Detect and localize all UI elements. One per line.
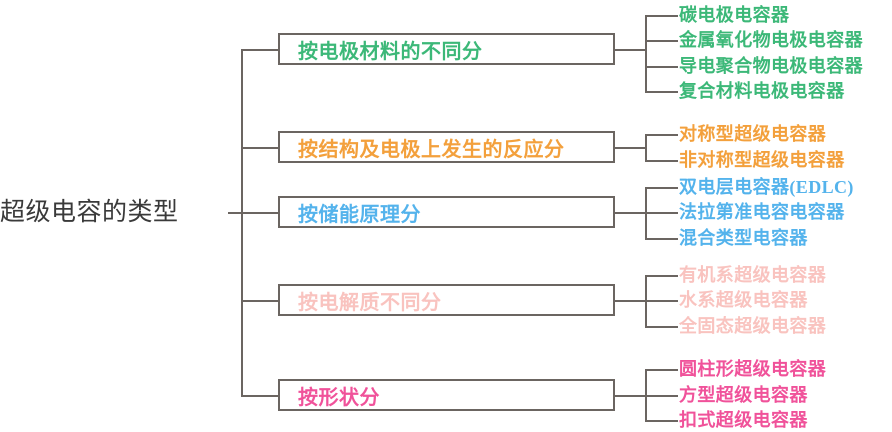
leaf-stub-4-2 xyxy=(645,300,678,302)
leaf-label-5-2: 方型超级电容器 xyxy=(679,385,808,405)
trunk-spine xyxy=(241,49,243,395)
leaf-label-5-1: 圆柱形超级电容器 xyxy=(679,359,827,379)
leaf-stub-2-2 xyxy=(645,160,678,162)
leaf-label-1-3: 导电聚合物电极电容器 xyxy=(679,56,863,76)
leaf-label-2-2: 非对称型超级电容器 xyxy=(679,150,845,170)
leaf-stub-1-2 xyxy=(645,40,678,42)
leaf-spine-2 xyxy=(645,134,647,160)
leaf-stub-3-2 xyxy=(645,212,678,214)
leaf-stub-1-4 xyxy=(645,91,678,93)
branch-out-connector-1 xyxy=(614,49,646,51)
leaf-stub-5-1 xyxy=(645,369,678,371)
leaf-label-1-1: 碳电极电容器 xyxy=(679,5,790,25)
leaf-stub-3-3 xyxy=(645,238,678,240)
leaf-stub-5-3 xyxy=(645,420,678,422)
branch-connector-4 xyxy=(241,300,279,302)
leaf-label-5-3: 扣式超级电容器 xyxy=(679,410,808,430)
leaf-label-1-4: 复合材料电极电容器 xyxy=(679,81,845,101)
leaf-label-1-2: 金属氧化物电极电容器 xyxy=(679,30,863,50)
category-box-4[interactable]: 按电解质不同分 xyxy=(278,284,615,316)
root-connector xyxy=(228,212,242,214)
branch-out-connector-2 xyxy=(614,147,646,149)
leaf-stub-3-1 xyxy=(645,187,678,189)
leaf-stub-2-1 xyxy=(645,134,678,136)
branch-connector-3 xyxy=(241,212,279,214)
branch-connector-1 xyxy=(241,49,279,51)
category-label-5: 按形状分 xyxy=(298,386,380,409)
leaf-stub-5-2 xyxy=(645,395,678,397)
category-label-2: 按结构及电极上发生的反应分 xyxy=(298,138,565,161)
leaf-stub-1-3 xyxy=(645,66,678,68)
leaf-label-2-1: 对称型超级电容器 xyxy=(679,124,827,144)
leaf-label-4-1: 有机系超级电容器 xyxy=(679,265,827,285)
root-node-label: 超级电容的类型 xyxy=(0,199,179,226)
branch-connector-2 xyxy=(241,147,279,149)
category-box-2[interactable]: 按结构及电极上发生的反应分 xyxy=(278,131,615,163)
branch-out-connector-5 xyxy=(614,395,646,397)
category-box-5[interactable]: 按形状分 xyxy=(278,379,615,411)
leaf-label-4-2: 水系超级电容器 xyxy=(679,290,808,310)
category-box-1[interactable]: 按电极材料的不同分 xyxy=(278,33,615,65)
leaf-label-3-1: 双电层电容器(EDLC) xyxy=(679,177,854,197)
leaf-stub-4-3 xyxy=(645,326,678,328)
leaf-stub-1-1 xyxy=(645,15,678,17)
leaf-label-3-3: 混合类型电容器 xyxy=(679,228,808,248)
branch-out-connector-3 xyxy=(614,212,646,214)
leaf-label-3-2: 法拉第准电容电容器 xyxy=(679,202,845,222)
category-label-1: 按电极材料的不同分 xyxy=(298,40,483,63)
leaf-label-4-3: 全固态超级电容器 xyxy=(679,316,827,336)
leaf-spine-5 xyxy=(645,369,647,420)
leaf-stub-4-1 xyxy=(645,275,678,277)
category-box-3[interactable]: 按储能原理分 xyxy=(278,196,615,228)
branch-connector-5 xyxy=(241,395,279,397)
branch-out-connector-4 xyxy=(614,300,646,302)
category-label-3: 按储能原理分 xyxy=(298,203,421,226)
leaf-spine-1 xyxy=(645,15,647,91)
category-label-4: 按电解质不同分 xyxy=(298,291,442,314)
